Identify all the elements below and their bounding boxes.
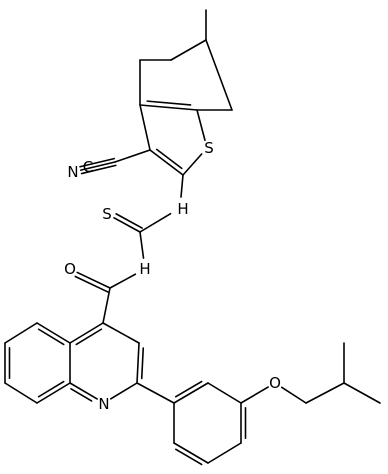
bond-line-21 (139, 231, 145, 259)
bond-line-13 (114, 149, 151, 163)
bond-line-49 (207, 442, 242, 464)
bond-line-57 (343, 382, 381, 404)
bond-line-7 (146, 100, 192, 106)
bond-line-34 (75, 328, 103, 346)
bond-line-35 (36, 322, 71, 344)
bond-line-30 (69, 382, 98, 400)
bond-line-17 (180, 174, 184, 198)
bond-line-44 (173, 382, 209, 404)
bond-line-53 (240, 386, 269, 404)
bond-line-40 (4, 382, 38, 404)
bond-line-19 (113, 217, 141, 233)
bond-line-9 (196, 109, 206, 142)
atom-label-n-quinoline: N (98, 395, 109, 413)
bond-line-26 (102, 322, 140, 344)
bond-line-45 (174, 380, 203, 398)
bond-line-54 (280, 386, 307, 404)
atom-label-o-carbonyl: O (64, 260, 76, 278)
bond-line-1 (170, 39, 207, 61)
bond-line-12 (155, 148, 183, 170)
bond-line-55 (305, 382, 345, 404)
bond-line-31 (70, 387, 93, 402)
bond-line-27 (136, 342, 140, 384)
bond-line-22 (109, 273, 137, 289)
atom-label-nh-lower: H (139, 260, 150, 278)
bond-line-25 (102, 287, 111, 324)
atom-label-s-thio: S (102, 205, 112, 223)
atom-label-o-ether: O (269, 374, 281, 392)
bond-line-46 (207, 382, 242, 404)
atom-label-n-nitrile: N (67, 163, 78, 181)
atom-label-nh-upper: H (177, 200, 188, 218)
bond-line-15 (79, 157, 115, 168)
bond-line-8 (139, 104, 151, 151)
bond-line-50 (173, 442, 209, 464)
bond-layer (4, 9, 381, 466)
bond-line-28 (140, 347, 145, 380)
bond-line-51 (174, 448, 203, 466)
bond-line-24 (74, 275, 109, 293)
bond-line-20 (115, 213, 143, 229)
atom-label-s-ring: S (204, 139, 214, 157)
bond-line-11 (149, 149, 184, 176)
bond-line-16 (80, 164, 117, 175)
bond-line-37 (4, 322, 38, 344)
bond-line-10 (182, 153, 203, 176)
bond-line-14 (79, 161, 116, 171)
atom-label-layer: S N H S H O N O C (64, 139, 281, 413)
bond-line-41 (36, 382, 71, 404)
bond-line-6 (139, 104, 198, 111)
bond-line-18 (139, 212, 172, 233)
bond-line-42 (37, 380, 65, 398)
bond-line-43 (136, 382, 175, 404)
bond-line-29 (110, 382, 138, 400)
bond-line-23 (76, 271, 111, 289)
bond-line-33 (69, 322, 104, 344)
bond-line-2 (205, 39, 233, 111)
atom-label-c-nitrile: C (83, 158, 93, 176)
bond-line-36 (37, 328, 65, 346)
